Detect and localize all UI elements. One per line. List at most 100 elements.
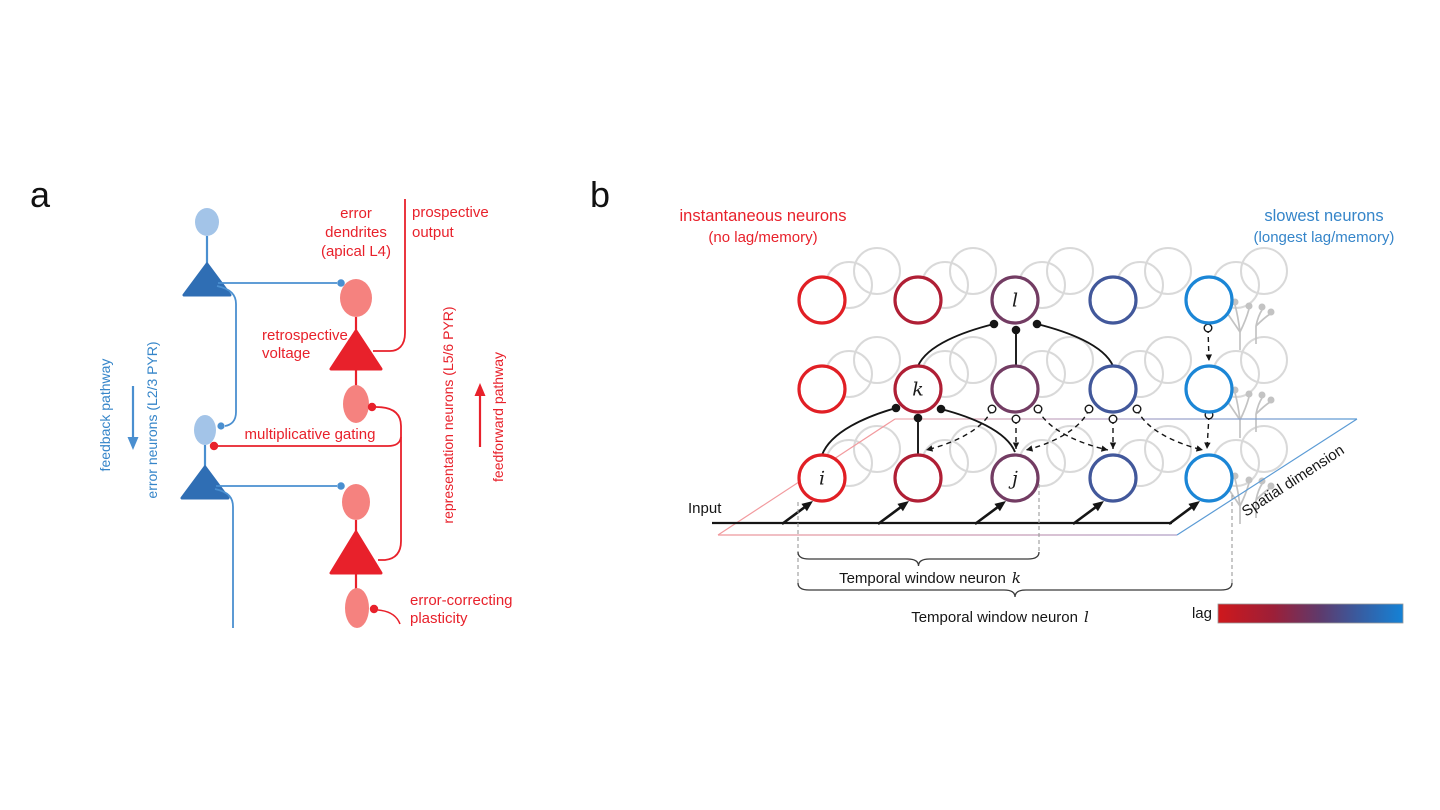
neuron-circle xyxy=(1184,275,1234,325)
lagged-connection xyxy=(1108,414,1118,449)
neurons-layer: l k i j xyxy=(797,275,1234,503)
tuft-branch xyxy=(1234,392,1241,421)
neuron-label: l xyxy=(1012,290,1018,312)
input-arrow-shaft xyxy=(974,506,999,526)
multiplicative-gating-label: multiplicative gating xyxy=(245,426,376,443)
tuft-branch xyxy=(1239,308,1250,333)
representation-neuron-bottom xyxy=(218,406,402,628)
lagged-arrowhead-icon xyxy=(1100,445,1108,452)
tuft-bouton xyxy=(1245,302,1253,310)
instantaneous-neurons-label: instantaneous neurons xyxy=(680,207,847,225)
neuron-label: i xyxy=(819,468,825,490)
shadow-circle xyxy=(1240,336,1288,384)
excitatory-connection xyxy=(821,403,901,456)
lagged-arrowhead-icon xyxy=(926,445,934,452)
shadow-circle xyxy=(1144,425,1192,473)
connections-layer xyxy=(821,319,1214,456)
lagged-arrowhead-icon xyxy=(1109,442,1117,449)
lag-label: lag xyxy=(1192,605,1212,622)
lagged-arrowhead-icon xyxy=(1205,354,1213,361)
apical-tuft xyxy=(195,208,219,236)
excitatory-bouton-dot xyxy=(891,403,901,413)
dendrite-tuft xyxy=(1220,298,1275,350)
neuron-circle xyxy=(990,453,1040,503)
gating-synapse-dot xyxy=(209,441,219,451)
axon-descending xyxy=(214,488,234,628)
shadow-circle xyxy=(853,425,901,473)
prospective-output-label-1: prospective xyxy=(412,204,489,221)
lagged-open-terminal xyxy=(1203,323,1213,333)
excitatory-connection xyxy=(1011,325,1021,366)
feedforward-axon xyxy=(375,406,402,561)
lagged-arrowhead-icon xyxy=(1204,442,1211,449)
plane-right-edge xyxy=(1176,418,1358,536)
soma-triangle xyxy=(180,465,230,500)
braces-layer xyxy=(797,551,1233,598)
neuron-label: k xyxy=(912,379,924,401)
shadow-circle xyxy=(1240,425,1288,473)
input-arrowhead-icon xyxy=(994,501,1006,512)
error-neuron-bottom xyxy=(180,415,345,628)
tuft-branch xyxy=(1234,304,1241,333)
error-dendrites-label-2: dendrites xyxy=(325,224,387,241)
neuron-circle xyxy=(893,275,943,325)
neuron-label: j xyxy=(1008,468,1018,490)
soma-triangle xyxy=(182,262,232,297)
input-label: Input xyxy=(688,500,722,517)
excitatory-axon xyxy=(821,407,897,456)
excitatory-axon xyxy=(917,323,995,367)
shadow-circle xyxy=(1046,425,1094,473)
shadow-circle xyxy=(853,336,901,384)
lagged-axon xyxy=(1136,408,1204,451)
excitatory-connection xyxy=(917,319,999,367)
temporal-window-k-text: Temporal window neuron xyxy=(839,570,1006,587)
error-dendrite-ellipse xyxy=(340,279,372,317)
apical-tuft xyxy=(194,415,216,445)
lagged-connection xyxy=(1011,414,1021,449)
spatial-dimension-label: Spatial dimension xyxy=(1239,442,1348,521)
tuft-branch xyxy=(1234,478,1241,507)
tuft-bouton xyxy=(1258,391,1266,399)
shadow-circle xyxy=(949,425,997,473)
temporal-window-brace xyxy=(797,551,1040,567)
neuron-circle xyxy=(1088,364,1138,414)
tuft-branch xyxy=(1255,483,1263,501)
excitatory-connection xyxy=(1032,319,1114,367)
error-dendrites-label-3: (apical L4) xyxy=(321,243,391,260)
excitatory-bouton-dot xyxy=(913,413,923,423)
feedforward-arrow xyxy=(474,383,486,447)
lagged-open-terminal xyxy=(1084,404,1094,414)
slowest-neurons-sublabel: (longest lag/memory) xyxy=(1254,229,1395,246)
error-correcting-label-1: error-correcting xyxy=(410,592,513,609)
lagged-connection xyxy=(1204,410,1214,450)
lagged-open-terminal xyxy=(987,404,997,414)
lagged-open-terminal xyxy=(1011,414,1021,424)
neuron-circle xyxy=(1088,453,1138,503)
temporal-window-k-var: k xyxy=(1012,569,1021,587)
feedback-pathway-label: feedback pathway xyxy=(97,359,113,472)
temporal-window-l-var: l xyxy=(1084,608,1089,626)
error-neuron-top xyxy=(182,208,345,430)
error-neurons-label: error neurons (L2/3 PYR) xyxy=(144,341,160,498)
neuron-circle xyxy=(797,275,847,325)
tuft-bouton xyxy=(1267,482,1275,490)
synapse-dot xyxy=(367,402,377,412)
tuft-bouton xyxy=(1245,390,1253,398)
lagged-open-terminal xyxy=(1108,414,1118,424)
basal-dendrite-ellipse xyxy=(345,588,369,628)
lagged-connection xyxy=(1132,404,1204,452)
lagged-axon xyxy=(1025,408,1090,451)
tuft-branch xyxy=(1255,309,1263,327)
input-arrow xyxy=(781,501,813,526)
shadow-circle xyxy=(1046,336,1094,384)
neuron-circle xyxy=(797,453,847,503)
tuft-bouton xyxy=(1245,476,1253,484)
excitatory-connection xyxy=(913,413,923,455)
input-arrowhead-icon xyxy=(801,501,813,512)
retrospective-voltage-label-1: retrospective xyxy=(262,327,348,344)
temporal-window-brace xyxy=(797,582,1233,598)
neuron-circle xyxy=(893,364,943,414)
representation-neurons-label: representation neurons (L5/6 PYR) xyxy=(440,306,456,523)
